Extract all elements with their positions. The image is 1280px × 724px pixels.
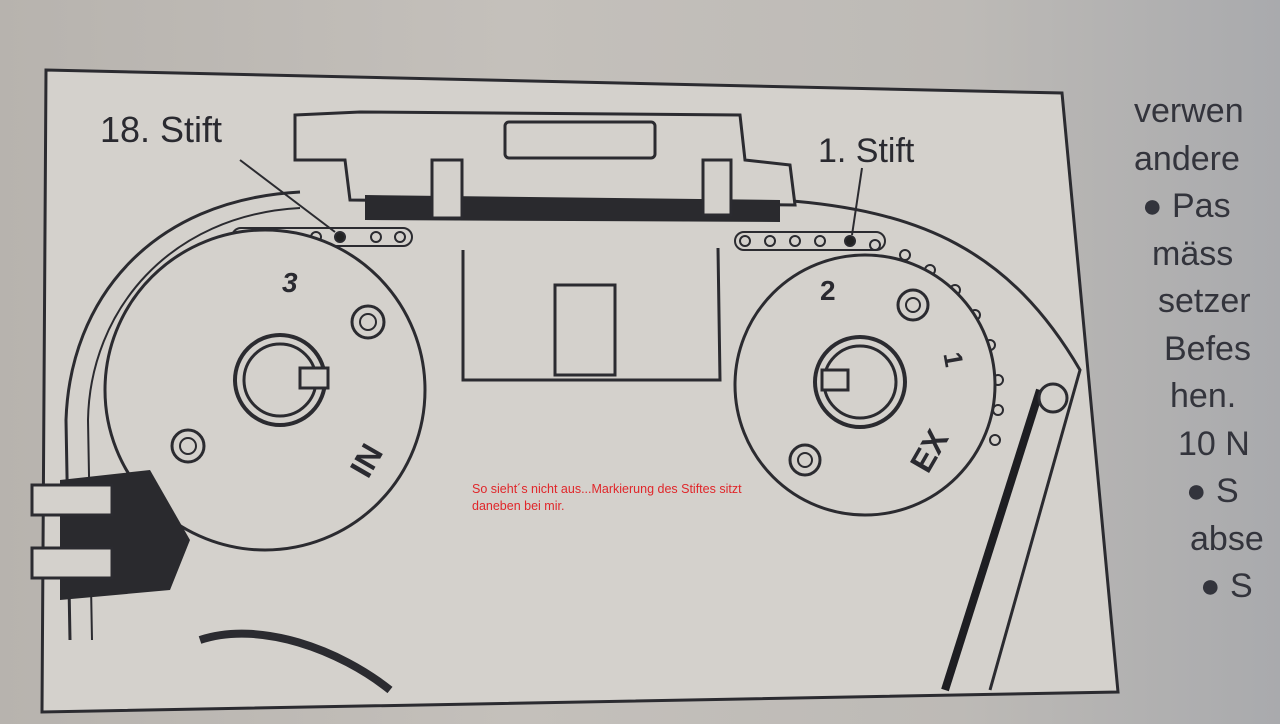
chain-pin [370, 231, 382, 243]
mark-3-label: 3 [282, 267, 298, 298]
bolt-head [797, 452, 813, 468]
pin-18-label: 18. Stift [100, 109, 222, 150]
annotation-line-1: So sieht´s nicht aus...Markierung des St… [472, 482, 742, 496]
text-line: ● S [1186, 472, 1239, 510]
chain-guide-right [779, 198, 1082, 691]
annotation-note: So sieht´s nicht aus...Markierung des St… [472, 481, 832, 515]
bolt-head [359, 313, 377, 331]
page-text-column: verwen andere ● Pas mäss setzer Befes he… [1134, 88, 1264, 611]
intake-sprocket [103, 228, 427, 552]
annotation-line-2: daneben bei mir. [472, 499, 565, 513]
pin-1-leader-line [851, 167, 863, 236]
text-line: Befes [1164, 329, 1251, 368]
exhaust-sprocket [733, 253, 997, 517]
mark-1-label: 1 [938, 350, 970, 369]
chain-pin [739, 235, 751, 247]
chain-pin [789, 235, 801, 247]
text-line: mäss [1152, 234, 1234, 273]
chain-pin [869, 239, 881, 251]
bolt-head [179, 437, 197, 455]
chain-pin [989, 434, 1001, 446]
mark-2-label: 2 [820, 275, 836, 306]
text-line: setzer [1158, 282, 1251, 320]
cover-bolt [430, 158, 464, 220]
text-line: ● Pas [1142, 187, 1231, 225]
chain-guide-left-inner [86, 207, 301, 641]
text-line: 10 N [1178, 424, 1250, 463]
chain-pin [814, 235, 826, 247]
text-line: ● S [1200, 567, 1253, 605]
center-slot [553, 283, 617, 377]
chain-guide-left [64, 190, 301, 641]
keyway [820, 368, 850, 392]
tensioner-pivot [1037, 382, 1069, 414]
guide-bolt [30, 483, 114, 517]
keyway [298, 366, 330, 390]
center-block [461, 247, 722, 382]
pin-18-marker [334, 231, 346, 243]
chain-pin [394, 231, 406, 243]
text-line: hen. [1170, 377, 1237, 415]
pin-1-label: 1. Stift [818, 132, 915, 170]
lower-curve [198, 629, 393, 694]
pin-1-marker [844, 235, 856, 247]
cover-bolt [701, 158, 733, 217]
chain-pin [899, 249, 911, 261]
upper-chain-guide [365, 195, 780, 222]
chain-segment [734, 231, 886, 251]
cover-recess [503, 120, 657, 160]
bolt-head [905, 297, 921, 313]
chain-pin [764, 235, 776, 247]
tensioner [941, 388, 1044, 692]
text-line: abse [1190, 519, 1264, 558]
guide-bolt [30, 546, 114, 580]
pin-18-leader-line [239, 159, 336, 233]
text-line: verwen [1134, 92, 1244, 130]
text-line: andere [1134, 139, 1240, 178]
